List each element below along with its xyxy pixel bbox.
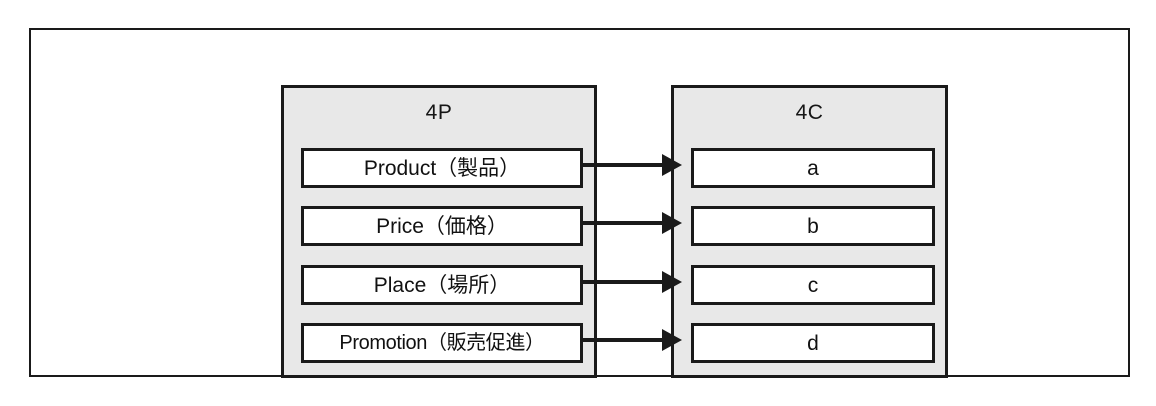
item-box-d[interactable]: d	[691, 323, 935, 363]
group-panel-4c: 4C a b c d	[671, 85, 948, 378]
item-label-b: b	[807, 214, 819, 238]
item-label-d: d	[807, 331, 819, 355]
item-label-promotion: Promotion（販売促進）	[339, 332, 545, 354]
item-box-price[interactable]: Price（価格）	[301, 206, 583, 246]
item-label-c: c	[807, 273, 819, 297]
connector-line-product-to-a	[580, 163, 668, 167]
connector-line-price-to-b	[580, 221, 668, 225]
connector-arrowhead-price-to-b	[662, 212, 682, 234]
item-label-price: Price（価格）	[376, 214, 508, 238]
connector-arrowhead-promotion-to-d	[662, 329, 682, 351]
group-title-4p: 4P	[425, 101, 453, 124]
group-panel-4p: 4P Product（製品） Price（価格） Place（場所） Promo…	[281, 85, 597, 378]
connector-line-place-to-c	[580, 280, 668, 284]
item-box-promotion[interactable]: Promotion（販売促進）	[301, 323, 583, 363]
connector-arrowhead-place-to-c	[662, 271, 682, 293]
group-title-4c: 4C	[795, 101, 824, 124]
item-box-a[interactable]: a	[691, 148, 935, 188]
connector-line-promotion-to-d	[580, 338, 668, 342]
item-box-place[interactable]: Place（場所）	[301, 265, 583, 305]
connector-arrowhead-product-to-a	[662, 154, 682, 176]
item-label-place: Place（場所）	[373, 273, 511, 297]
item-box-c[interactable]: c	[691, 265, 935, 305]
item-box-b[interactable]: b	[691, 206, 935, 246]
item-label-product: Product（製品）	[363, 156, 521, 180]
diagram-outer-frame: 4P Product（製品） Price（価格） Place（場所） Promo…	[29, 28, 1130, 378]
item-box-product[interactable]: Product（製品）	[301, 148, 583, 188]
item-label-a: a	[807, 156, 819, 180]
